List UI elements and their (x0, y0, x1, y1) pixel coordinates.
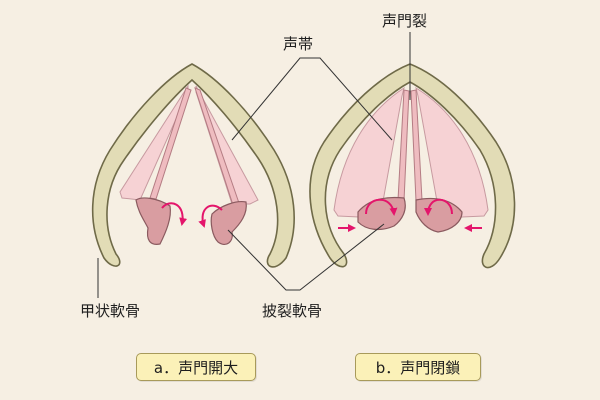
left-vocal-cord-a (149, 87, 192, 200)
left-rotation-arrow-a (161, 202, 188, 226)
label-thyroid-cartilage: 甲状軟骨 (80, 302, 140, 320)
right-vocal-fold-tissue-b (415, 86, 489, 219)
label-arytenoid-cartilage: 披裂軟骨 (262, 302, 322, 320)
left-vocal-fold-tissue-b (333, 86, 405, 219)
leader-vocal-cords (231, 57, 393, 141)
thyroid-cartilage-b (309, 63, 516, 269)
right-rotation-arrow-b (424, 198, 453, 216)
panel-b-glottis-closed (309, 63, 516, 269)
left-arytenoid-a (135, 197, 171, 245)
label-vocal-cords: 声帯 (283, 35, 313, 53)
thyroid-cartilage-a (91, 63, 295, 268)
caption-glottis-open: a．声門開大 (136, 353, 256, 381)
caption-glottis-closed: b．声門閉鎖 (355, 353, 481, 381)
right-arytenoid-a (210, 201, 247, 245)
right-rotation-arrow-a (198, 204, 223, 228)
panel-a-glottis-open (91, 63, 295, 268)
leader-arytenoid (227, 223, 385, 291)
label-glottis-slit: 声門裂 (382, 12, 427, 30)
left-rotation-arrow-b (365, 198, 398, 216)
leader-lines (97, 32, 411, 298)
